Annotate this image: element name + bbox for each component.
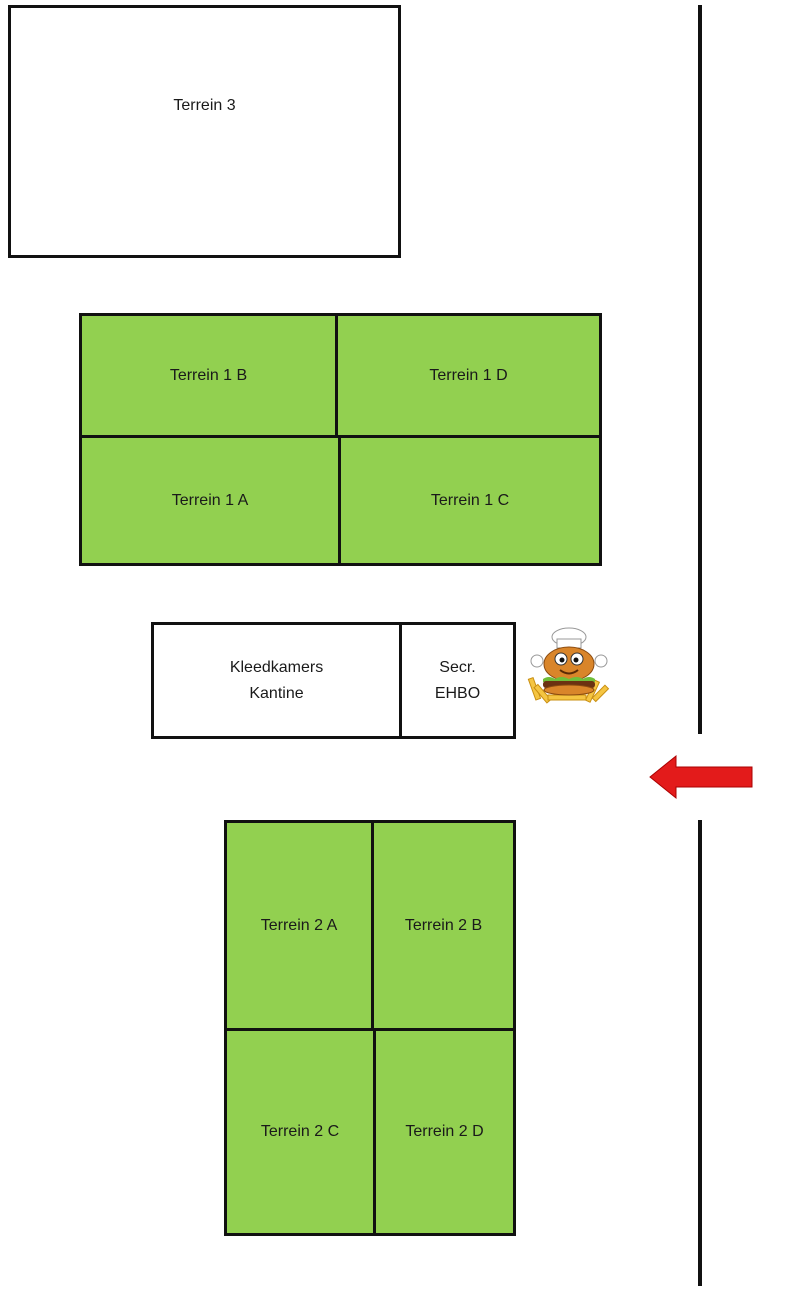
terrein-2d: Terrein 2 D bbox=[376, 1031, 513, 1233]
kantine-label: Kantine bbox=[249, 684, 304, 702]
road-line-lower bbox=[698, 820, 702, 1286]
kleedkamers-kantine: Kleedkamers Kantine bbox=[154, 625, 402, 736]
terrein-2c: Terrein 2 C bbox=[227, 1031, 376, 1233]
clubhouse: Kleedkamers Kantine Secr. EHBO bbox=[151, 622, 516, 739]
terrein-3-label: Terrein 3 bbox=[173, 96, 236, 114]
terrein-1d: Terrein 1 D bbox=[338, 316, 599, 438]
terrein-1-group: Terrein 1 B Terrein 1 D Terrein 1 A Terr… bbox=[79, 313, 602, 566]
road-line-upper bbox=[698, 5, 702, 734]
terrein-2b: Terrein 2 B bbox=[374, 823, 513, 1031]
entrance-arrow-icon bbox=[648, 754, 754, 800]
terrein-2d-label: Terrein 2 D bbox=[405, 1123, 484, 1140]
kleedkamers-label: Kleedkamers bbox=[229, 658, 324, 676]
terrein-1c-label: Terrein 1 C bbox=[430, 491, 510, 509]
terrein-2c-label: Terrein 2 C bbox=[260, 1123, 340, 1140]
terrein-1d-label: Terrein 1 D bbox=[429, 366, 508, 384]
terrein-1b-label: Terrein 1 B bbox=[169, 366, 248, 384]
secr-label: Secr. bbox=[439, 658, 476, 676]
terrein-1a-label: Terrein 1 A bbox=[171, 491, 249, 509]
terrein-2-group: Terrein 2 A Terrein 2 B Terrein 2 C Terr… bbox=[224, 820, 516, 1236]
secr-ehbo: Secr. EHBO bbox=[402, 625, 513, 736]
terrein-2a: Terrein 2 A bbox=[227, 823, 374, 1031]
chef-burger-fries-icon bbox=[524, 626, 614, 706]
terrein-2a-label: Terrein 2 A bbox=[260, 916, 338, 934]
terrein-1b: Terrein 1 B bbox=[82, 316, 338, 438]
terrein-3: Terrein 3 bbox=[8, 5, 401, 258]
ehbo-label: EHBO bbox=[434, 684, 481, 702]
terrein-2b-label: Terrein 2 B bbox=[404, 916, 483, 934]
terrein-1c: Terrein 1 C bbox=[341, 438, 599, 563]
terrein-1a: Terrein 1 A bbox=[82, 438, 341, 563]
